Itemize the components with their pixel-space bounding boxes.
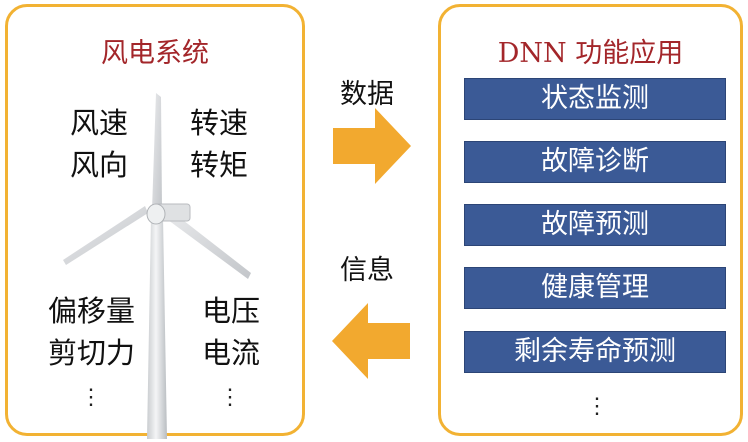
- left-arrow-icon: [332, 303, 410, 379]
- param-wind-speed: 风速: [70, 106, 129, 140]
- wind-system-panel: 风电系统 风速 风向 转速 转矩 偏移量 剪切力 电压 电: [5, 4, 305, 439]
- ellipsis-right: ⋮: [219, 385, 241, 410]
- function-remaining-life-prediction: 剩余寿命预测: [464, 331, 726, 373]
- function-condition-monitoring: 状态监测: [464, 78, 726, 120]
- info-arrow-label: 信息: [340, 255, 394, 286]
- param-rotation-speed: 转速: [190, 106, 249, 140]
- param-shear-force: 剪切力: [48, 336, 136, 370]
- param-offset: 偏移量: [48, 294, 136, 328]
- wind-system-title: 风电系统: [101, 38, 209, 69]
- param-current: 电流: [202, 336, 261, 370]
- right-arrow-icon: [333, 108, 411, 184]
- dnn-application-panel: DNN 功能应用 状态监测 故障诊断 故障预测 健康管理 剩余寿命预测 ⋮: [438, 4, 743, 436]
- function-fault-diagnosis: 故障诊断: [464, 141, 726, 183]
- param-torque: 转矩: [190, 148, 249, 182]
- wind-turbine-illustration: [63, 93, 251, 439]
- function-health-management: 健康管理: [464, 267, 726, 309]
- param-wind-direction: 风向: [70, 148, 129, 182]
- ellipsis-left: ⋮: [80, 385, 102, 410]
- dnn-application-title: DNN 功能应用: [497, 38, 684, 69]
- data-arrow-label: 数据: [340, 79, 394, 110]
- function-fault-prediction: 故障预测: [464, 204, 726, 246]
- ellipsis-functions: ⋮: [586, 394, 608, 419]
- param-voltage: 电压: [202, 294, 261, 328]
